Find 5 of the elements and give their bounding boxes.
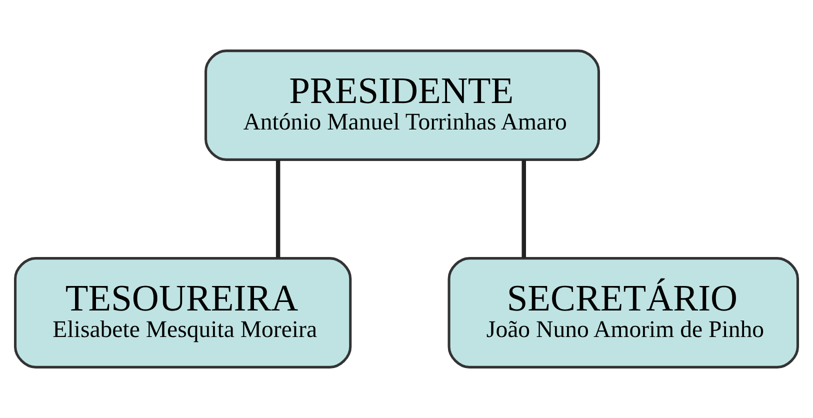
node-box: SECRETÁRIO João Nuno Amorim de Pinho — [448, 257, 799, 368]
node-box: PRESIDENTE António Manuel Torrinhas Amaro — [204, 50, 600, 161]
node-box: TESOUREIRA Elisabete Mesquita Moreira — [14, 257, 352, 368]
connector — [522, 160, 526, 258]
connector — [276, 160, 280, 258]
